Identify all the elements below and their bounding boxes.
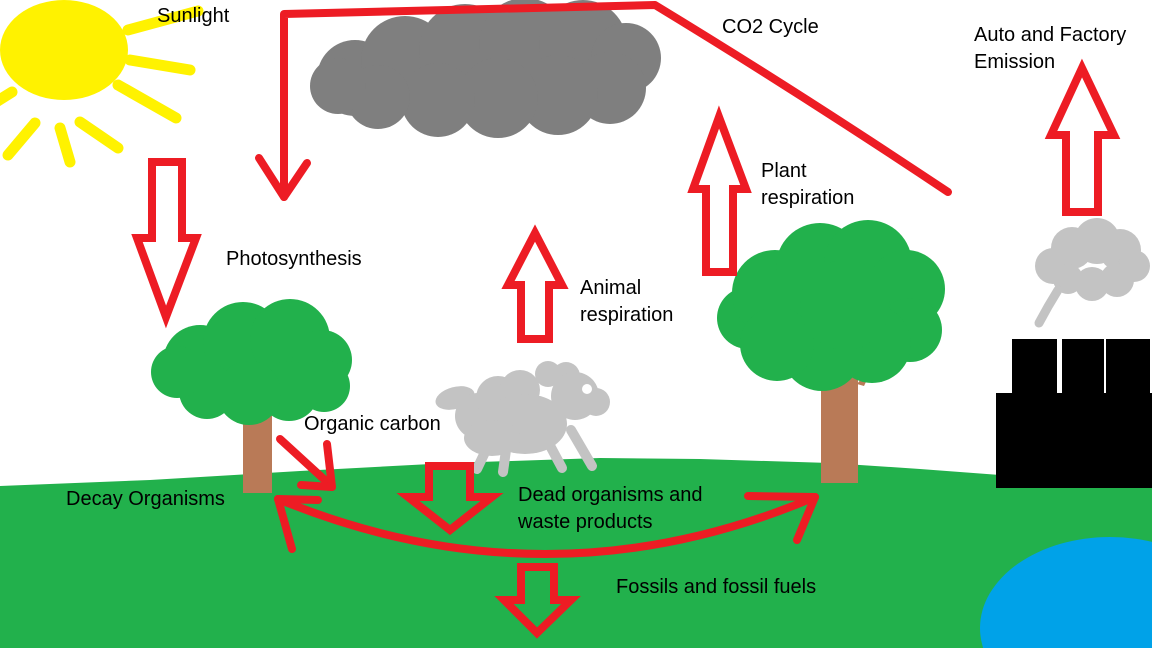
co2-cloud-icon — [310, 0, 661, 138]
right-tree-icon — [717, 220, 945, 483]
label-animal-respiration: Animal respiration — [580, 277, 674, 326]
emission-up-arrow — [1044, 58, 1121, 216]
decay-transfer-arrow — [274, 492, 819, 558]
animal-icon — [435, 361, 610, 477]
label-sunlight: Sunlight — [157, 5, 230, 27]
co2-to-photosynthesis-arrow — [255, 1, 952, 201]
label-plant-respiration: Plant respiration — [761, 160, 855, 209]
label-co2-cycle: CO2 Cycle — [722, 16, 819, 38]
sunlight-down-arrow — [131, 158, 202, 329]
dead-organisms-down-arrow — [396, 462, 504, 536]
pond-icon — [980, 537, 1152, 648]
fossils-down-arrow — [494, 563, 581, 639]
animal-respiration-up-arrow — [501, 224, 569, 343]
factory-smoke-icon — [1034, 218, 1150, 328]
plant-respiration-up-arrow — [687, 105, 752, 276]
label-photosynthesis: Photosynthesis — [226, 248, 362, 270]
organic-carbon-arrow — [276, 435, 336, 491]
label-fossils: Fossils and fossil fuels — [616, 576, 817, 598]
label-organic-carbon: Organic carbon — [304, 413, 441, 435]
label-auto-factory-emission: Auto and Factory Emission — [974, 24, 1127, 73]
factory-icon — [996, 339, 1152, 488]
label-dead-organisms: Dead organisms and waste products — [518, 484, 703, 533]
sun-icon — [0, 0, 204, 168]
label-decay-organisms: Decay Organisms — [66, 488, 225, 510]
left-tree-icon — [151, 299, 352, 493]
